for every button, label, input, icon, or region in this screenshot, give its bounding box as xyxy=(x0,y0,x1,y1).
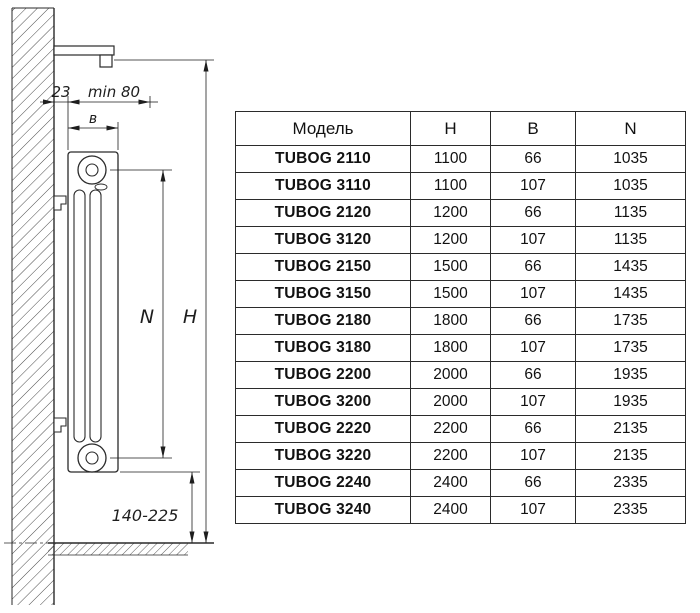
radiator-body xyxy=(53,151,119,473)
value-cell: 1135 xyxy=(575,226,686,254)
value-cell: 1935 xyxy=(575,361,686,389)
value-cell: 2000 xyxy=(410,388,491,416)
air-vent xyxy=(94,183,108,191)
column-header: B xyxy=(490,111,576,146)
dimension-floor-gap xyxy=(120,471,200,543)
dim-label-floor-gap: 140-225 xyxy=(112,506,179,525)
value-cell: 1800 xyxy=(410,307,491,335)
value-cell: 107 xyxy=(490,280,576,308)
model-cell: TUBOG 3220 xyxy=(235,442,411,470)
value-cell: 1800 xyxy=(410,334,491,362)
dimension-depth xyxy=(68,122,119,150)
model-cell: TUBOG 3180 xyxy=(235,334,411,362)
column-header: Модель xyxy=(235,111,411,146)
value-cell: 1435 xyxy=(575,253,686,281)
value-cell: 1200 xyxy=(410,199,491,227)
column-header: H xyxy=(410,111,491,146)
wall xyxy=(4,7,55,605)
value-cell: 66 xyxy=(490,361,576,389)
model-cell: TUBOG 2180 xyxy=(235,307,411,335)
value-cell: 1500 xyxy=(410,253,491,281)
value-cell: 66 xyxy=(490,469,576,497)
model-cell: TUBOG 2240 xyxy=(235,469,411,497)
value-cell: 1735 xyxy=(575,334,686,362)
value-cell: 2200 xyxy=(410,442,491,470)
value-cell: 66 xyxy=(490,145,576,173)
arrowhead xyxy=(43,99,54,105)
value-cell: 1100 xyxy=(410,145,491,173)
value-cell: 2135 xyxy=(575,442,686,470)
value-cell: 66 xyxy=(490,253,576,281)
value-cell: 66 xyxy=(490,199,576,227)
dimension-connection-spacing xyxy=(110,169,172,459)
value-cell: 107 xyxy=(490,496,576,524)
model-cell: TUBOG 2200 xyxy=(235,361,411,389)
model-cell: TUBOG 3150 xyxy=(235,280,411,308)
value-cell: 2000 xyxy=(410,361,491,389)
model-cell: TUBOG 2120 xyxy=(235,199,411,227)
value-cell: 107 xyxy=(490,442,576,470)
floor xyxy=(48,542,214,556)
value-cell: 107 xyxy=(490,226,576,254)
value-cell: 1035 xyxy=(575,172,686,200)
value-cell: 107 xyxy=(490,172,576,200)
window-sill xyxy=(53,45,115,68)
value-cell: 2135 xyxy=(575,415,686,443)
dimension-offset-and-clearance xyxy=(40,96,158,150)
model-cell: TUBOG 3110 xyxy=(235,172,411,200)
value-cell: 1200 xyxy=(410,226,491,254)
value-cell: 1500 xyxy=(410,280,491,308)
dim-label-connection-spacing: N xyxy=(140,306,154,328)
value-cell: 2400 xyxy=(410,469,491,497)
dimension-height xyxy=(114,59,214,543)
radiator-tube xyxy=(89,189,102,443)
value-cell: 107 xyxy=(490,388,576,416)
value-cell: 2200 xyxy=(410,415,491,443)
value-cell: 1135 xyxy=(575,199,686,227)
model-cell: TUBOG 3200 xyxy=(235,388,411,416)
model-cell: TUBOG 2110 xyxy=(235,145,411,173)
value-cell: 2400 xyxy=(410,496,491,524)
dim-label-height: H xyxy=(183,306,197,328)
dim-label-depth: в xyxy=(89,111,97,127)
model-cell: TUBOG 3120 xyxy=(235,226,411,254)
model-cell: TUBOG 2220 xyxy=(235,415,411,443)
radiator-tube xyxy=(73,189,86,443)
value-cell: 66 xyxy=(490,415,576,443)
value-cell: 1100 xyxy=(410,172,491,200)
value-cell: 2335 xyxy=(575,496,686,524)
model-cell: TUBOG 3240 xyxy=(235,496,411,524)
wall-bracket-bottom xyxy=(53,417,67,433)
value-cell: 1435 xyxy=(575,280,686,308)
model-cell: TUBOG 2150 xyxy=(235,253,411,281)
value-cell: 1035 xyxy=(575,145,686,173)
value-cell: 1735 xyxy=(575,307,686,335)
wall-bracket-top xyxy=(53,195,67,211)
dim-label-min-clearance: min 80 xyxy=(88,83,140,101)
value-cell: 1935 xyxy=(575,388,686,416)
column-header: N xyxy=(575,111,686,146)
value-cell: 107 xyxy=(490,334,576,362)
dim-label-offset: 23 xyxy=(51,83,70,101)
value-cell: 66 xyxy=(490,307,576,335)
value-cell: 2335 xyxy=(575,469,686,497)
